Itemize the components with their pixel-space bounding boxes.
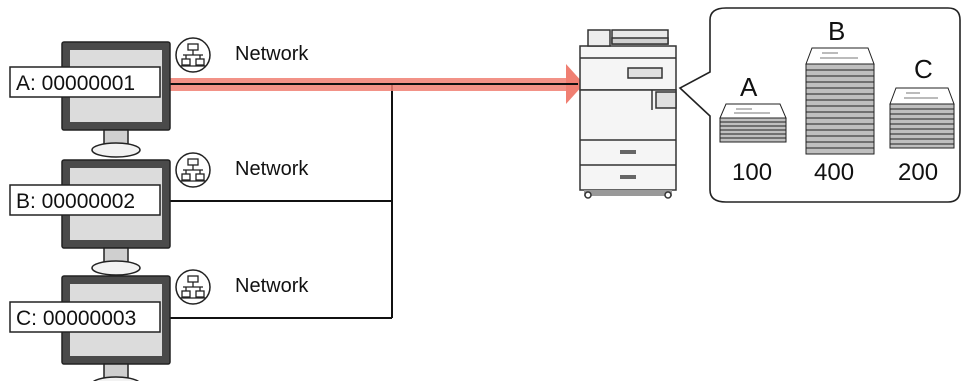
paper-stack-c: C 200 <box>889 54 955 186</box>
paper-stack-icon <box>805 47 875 155</box>
paper-stack-a: A 100 <box>719 72 787 186</box>
network-label: Network <box>235 158 309 180</box>
network-label-group: Network <box>175 37 309 73</box>
computer-b: B: 00000002 <box>9 159 171 276</box>
stack-count: 400 <box>814 159 854 186</box>
computer-monitor-icon <box>61 41 171 158</box>
computer-monitor-icon <box>61 159 171 276</box>
computer-c: C: 00000003 <box>9 275 171 381</box>
computer-id-label: C: 00000003 <box>16 307 136 330</box>
paper-stack-icon <box>719 103 787 143</box>
network-label-group: Network <box>175 152 309 188</box>
paper-stack-icon <box>889 87 955 149</box>
stack-letter: C <box>914 54 933 84</box>
computer-id-label: A: 00000001 <box>16 72 135 95</box>
network-icon <box>175 37 211 73</box>
paper-stack-b: B 400 <box>805 16 875 186</box>
stack-letter: A <box>740 72 758 102</box>
network-label: Network <box>235 43 309 65</box>
network-icon <box>175 269 211 305</box>
computer-id-label: B: 00000002 <box>16 190 135 213</box>
network-label: Network <box>235 275 309 297</box>
computer-id-box <box>9 66 161 98</box>
network-icon <box>175 152 211 188</box>
stack-count: 200 <box>898 159 938 186</box>
computer-a: A: 00000001 <box>9 41 171 158</box>
stack-count: 100 <box>732 159 772 186</box>
computer-id-box <box>9 301 161 333</box>
highlight-arrow <box>166 64 584 104</box>
computer-id-box <box>9 184 161 216</box>
stack-letter: B <box>828 16 845 46</box>
network-label-group: Network <box>175 269 309 305</box>
printer-icon <box>579 29 677 199</box>
